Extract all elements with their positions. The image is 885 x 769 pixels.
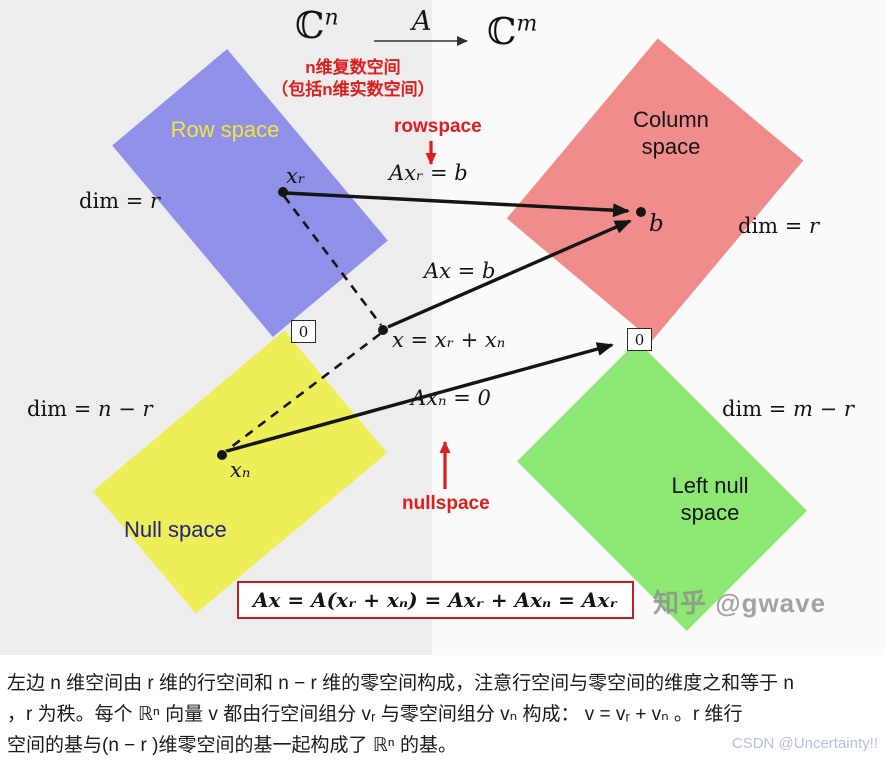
cn-annotation-line-2: （包括n维实数空间） [271, 80, 435, 99]
caption: 左边 n 维空间由 r 维的行空间和 n − r 维的零空间构成，注意行空间与零… [0, 655, 885, 769]
column-space-label-line-2: space [641, 134, 701, 159]
dim-row-label: dim = r [79, 189, 161, 213]
equation-box: Ax = A(xᵣ + xₙ) = Axᵣ + Axₙ = Axᵣ [237, 581, 634, 619]
caption-line-3: 空间的基与(n − r )维零空间的基一起构成了 ℝⁿ 的基。 [7, 735, 458, 756]
map-a-label: A [412, 6, 432, 37]
dot-x [378, 325, 388, 335]
column-space-label: Column space [612, 106, 730, 160]
rowspace-annotation: rowspace [394, 116, 482, 137]
left-null-space-label-line-1: Left null [671, 473, 749, 498]
map-ax-label: Ax = b [424, 259, 496, 283]
four-subspaces-diagram: ℂn A ℂm n维复数空间 （包括n维实数空间） rowspace nulls… [0, 0, 885, 655]
dim-null-label: dim = n − r [27, 397, 153, 421]
row-space-label: Row space [170, 117, 280, 142]
zero-left-box: 0 [291, 320, 316, 343]
cn-annotation: n维复数空间 （包括n维实数空间） [238, 57, 468, 101]
map-axn-label: Axₙ = 0 [411, 386, 491, 410]
dim-leftnull-label: dim = m − r [722, 397, 854, 421]
nullspace-annotation: nullspace [402, 493, 490, 514]
caption-line-2: ，r 为秩。每个 ℝⁿ 向量 v 都由行空间组分 vᵣ 与零空间组分 vₙ 构成… [7, 704, 743, 725]
cm-symbol: ℂm [487, 10, 538, 53]
map-axr-label: Axᵣ = b [389, 161, 468, 185]
cn-annotation-line-1: n维复数空间 [305, 58, 401, 77]
dim-column-label: dim = r [738, 214, 820, 238]
cn-symbol: ℂn [295, 4, 339, 47]
left-null-space-label-line-2: space [680, 500, 740, 525]
point-b-label: b [649, 211, 664, 237]
point-xr-label: xᵣ [286, 164, 306, 188]
point-x-label: x = xᵣ + xₙ [392, 328, 506, 352]
column-space-region [506, 38, 804, 341]
csdn-watermark: CSDN @Uncertainty!! [731, 735, 878, 752]
point-xn-label: xₙ [230, 458, 251, 482]
left-null-space-label: Left null space [640, 472, 780, 526]
zero-right-box: 0 [627, 328, 652, 351]
null-space-label: Null space [124, 517, 227, 542]
caption-line-1: 左边 n 维空间由 r 维的行空间和 n − r 维的零空间构成，注意行空间与零… [7, 673, 794, 694]
zhihu-watermark: 知乎 @gwave [653, 588, 827, 618]
column-space-label-line-1: Column [633, 107, 709, 132]
